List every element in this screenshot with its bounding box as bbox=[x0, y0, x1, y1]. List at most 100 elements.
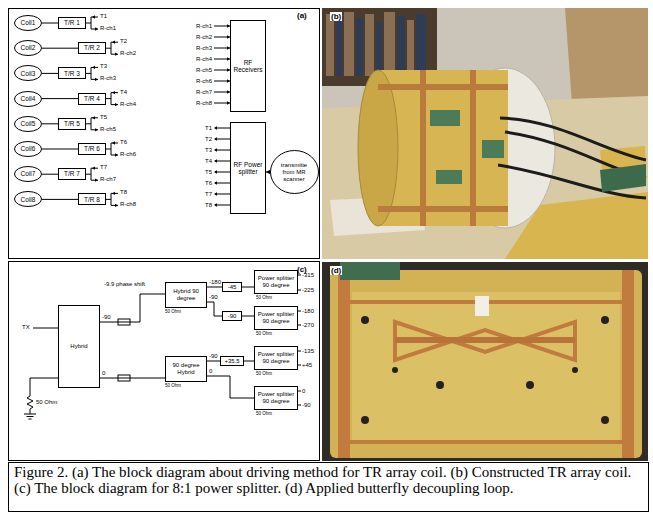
node-ellipse bbox=[15, 41, 42, 56]
coil-element: Coil6 bbox=[14, 141, 42, 157]
output-phase: -180 bbox=[302, 308, 314, 315]
power-splitter-box: Power splitter 90 degree bbox=[254, 270, 298, 294]
arrowhead bbox=[95, 78, 98, 81]
arrowhead bbox=[112, 41, 115, 44]
signal-name: R-ch2 bbox=[196, 34, 212, 41]
connector-line bbox=[42, 23, 58, 24]
node-label: T/R 8 bbox=[84, 196, 100, 204]
connector-line bbox=[100, 378, 165, 379]
output-phase: -90 bbox=[302, 402, 311, 409]
circuit-board bbox=[340, 262, 400, 280]
signal-name: R-ch3 bbox=[100, 75, 116, 82]
rf-receiver-box: RF Receivers bbox=[230, 20, 266, 112]
termination-label: 50 Ohm bbox=[256, 331, 272, 337]
arrowhead bbox=[115, 53, 118, 56]
circuit-board bbox=[600, 164, 646, 192]
signal-wire bbox=[106, 93, 118, 105]
arrowhead bbox=[115, 103, 118, 106]
connector-line bbox=[100, 294, 165, 322]
caption-frame bbox=[9, 463, 649, 512]
signal-wire bbox=[215, 139, 230, 140]
node-ellipse bbox=[15, 16, 42, 31]
node-label: RF Power splitter bbox=[232, 161, 264, 176]
screw bbox=[361, 316, 369, 324]
coil-element: Coil7 bbox=[14, 166, 42, 182]
connector bbox=[266, 170, 270, 174]
signal-name: T7 bbox=[100, 164, 107, 171]
power-splitter-box: Power splitter 90 degree bbox=[254, 386, 298, 410]
tr-switch-box: T/R 6 bbox=[78, 143, 106, 155]
arrowhead bbox=[92, 66, 95, 69]
node-label: Power splitter 90 degree bbox=[256, 391, 296, 405]
node-label: T/R 4 bbox=[84, 95, 100, 103]
node-ellipse bbox=[15, 66, 42, 81]
node-label: Coil1 bbox=[21, 19, 36, 27]
node-label: transmitte from MR scanner bbox=[277, 162, 311, 183]
arrowhead bbox=[92, 15, 95, 18]
output-phase: -270 bbox=[302, 322, 314, 329]
node-label: +35.5 bbox=[224, 358, 239, 365]
output-phase: -135 bbox=[302, 348, 314, 355]
node-ellipse bbox=[15, 192, 42, 207]
wall bbox=[322, 8, 648, 259]
screws bbox=[361, 316, 609, 424]
phase-shift-note: -9.9 phase shift bbox=[104, 281, 145, 288]
termination-label: 50 Ohm bbox=[165, 309, 181, 315]
connector-line bbox=[207, 376, 254, 398]
port-phase-label: -90 bbox=[209, 294, 218, 301]
connector-line bbox=[207, 302, 222, 316]
connector bbox=[242, 287, 254, 288]
coil-element: Coil8 bbox=[14, 191, 42, 207]
arrowhead bbox=[214, 148, 217, 151]
screw bbox=[392, 367, 398, 373]
sticker bbox=[475, 296, 489, 316]
signal-name: R-ch1 bbox=[100, 25, 116, 32]
hybrid-box: Hybrid bbox=[58, 305, 100, 388]
connector-line bbox=[42, 174, 58, 175]
signal-name: T6 bbox=[120, 139, 127, 146]
connector-line bbox=[42, 199, 78, 200]
signal-name: R-ch7 bbox=[196, 89, 212, 96]
node-label: Hybrid 90 degree bbox=[167, 288, 205, 302]
signal-wire bbox=[86, 17, 98, 29]
signal-name: R-ch6 bbox=[120, 151, 136, 158]
tx-wire bbox=[33, 328, 58, 329]
signal-name: T3 bbox=[100, 63, 107, 70]
arrowhead bbox=[214, 126, 217, 129]
output-phase: -315 bbox=[302, 272, 314, 279]
cable bbox=[498, 118, 646, 198]
signal-name: R-ch5 bbox=[196, 67, 212, 74]
screw bbox=[601, 416, 609, 424]
arrowhead bbox=[214, 203, 217, 206]
port-phase-label: -180 bbox=[209, 279, 221, 286]
arrowhead bbox=[92, 167, 95, 170]
node-ellipse bbox=[270, 151, 318, 194]
connector bbox=[42, 23, 58, 24]
coil-panel bbox=[352, 292, 620, 442]
connector-line bbox=[244, 361, 254, 362]
connector bbox=[207, 376, 254, 398]
termination-label: 50 Ohm bbox=[256, 295, 272, 301]
coil-element: Coil5 bbox=[14, 116, 42, 132]
node-label: -90 bbox=[228, 313, 237, 320]
connector bbox=[207, 302, 222, 316]
connector bbox=[42, 73, 58, 74]
screw bbox=[436, 381, 444, 389]
node-label: T/R 7 bbox=[64, 170, 80, 178]
screw bbox=[361, 416, 369, 424]
phase-shift-box: -90 bbox=[222, 311, 242, 321]
connector-line bbox=[42, 73, 58, 74]
node-label: Coil7 bbox=[21, 170, 36, 178]
tr-switch-box: T/R 3 bbox=[58, 67, 86, 79]
signal-wire bbox=[215, 183, 230, 184]
arrowhead bbox=[95, 179, 98, 182]
node-label: T/R 3 bbox=[64, 70, 80, 78]
power-splitter-box: Power splitter 90 degree bbox=[254, 346, 298, 370]
decoupling-photo bbox=[322, 262, 648, 461]
rf-power-splitter-box: RF Power splitter bbox=[230, 122, 266, 214]
termination-label: 50 Ohm bbox=[256, 411, 272, 417]
signal-name: T2 bbox=[120, 38, 127, 45]
output-wire bbox=[298, 275, 301, 405]
arrowhead bbox=[92, 116, 95, 119]
